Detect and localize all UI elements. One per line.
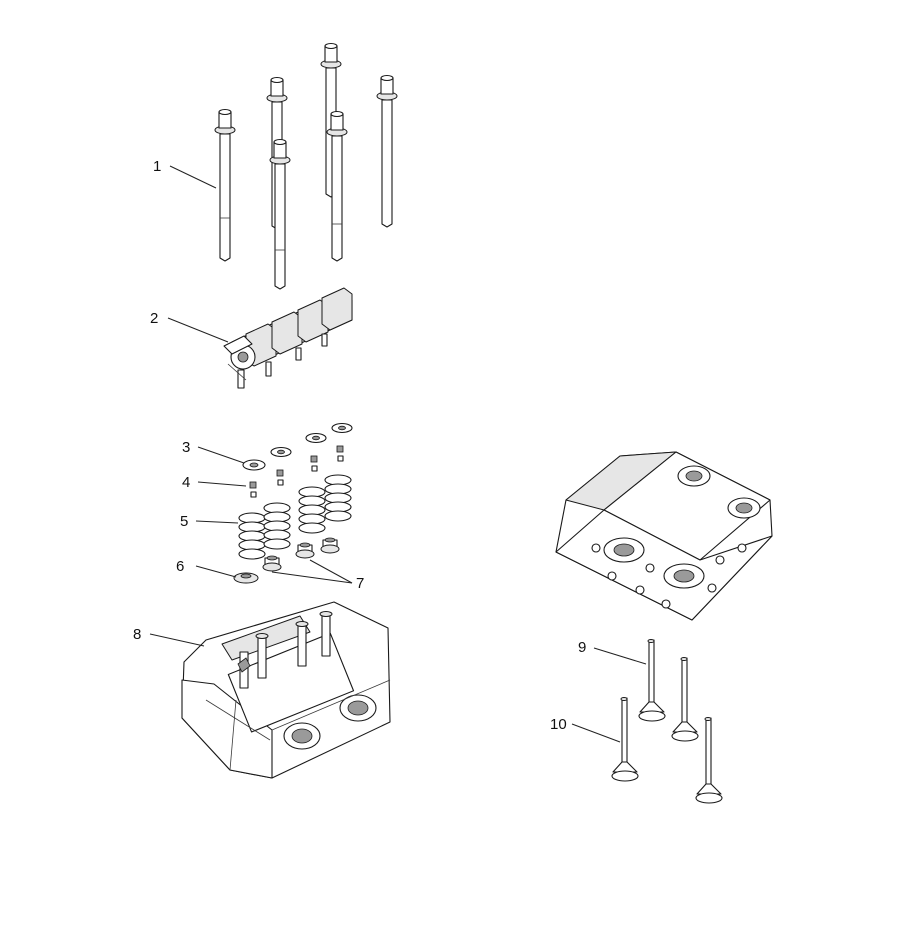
spring-retainers <box>242 422 353 471</box>
exhaust-valves <box>638 639 699 742</box>
callout-2: 2 <box>150 310 158 327</box>
callout-6: 6 <box>176 558 184 575</box>
callout-7: 7 <box>356 575 364 592</box>
callout-3: 3 <box>182 439 190 456</box>
valve <box>671 657 699 742</box>
callout-4: 4 <box>182 474 190 491</box>
valve-spring <box>263 502 291 550</box>
valve-spring <box>298 486 326 534</box>
valve <box>695 717 723 804</box>
cylinder-head-underside <box>555 451 773 621</box>
valve-springs <box>238 474 352 560</box>
callout-1: 1 <box>153 158 161 175</box>
callout-10: 10 <box>550 716 567 733</box>
valve <box>611 697 639 782</box>
valve-stem-seals <box>262 537 340 572</box>
valve-stem-seal <box>262 555 282 572</box>
spring-seat <box>233 572 259 584</box>
head-bolt <box>269 138 291 290</box>
valve <box>638 639 666 722</box>
head-bolts <box>214 42 398 290</box>
head-bolt <box>214 108 236 262</box>
rocker-arm-assembly <box>223 287 353 389</box>
valve-stem-seal <box>320 537 340 554</box>
intake-valves <box>611 697 723 804</box>
callout-9: 9 <box>578 639 586 656</box>
valve-spring <box>324 474 352 522</box>
callout-5: 5 <box>180 513 188 530</box>
cylinder-head <box>181 601 391 779</box>
valve-stem-seal <box>295 542 315 559</box>
head-bolt <box>326 110 348 262</box>
head-bolt <box>376 74 398 228</box>
valve-cotters <box>249 445 344 498</box>
callout-8: 8 <box>133 626 141 643</box>
valve-spring <box>238 512 266 560</box>
